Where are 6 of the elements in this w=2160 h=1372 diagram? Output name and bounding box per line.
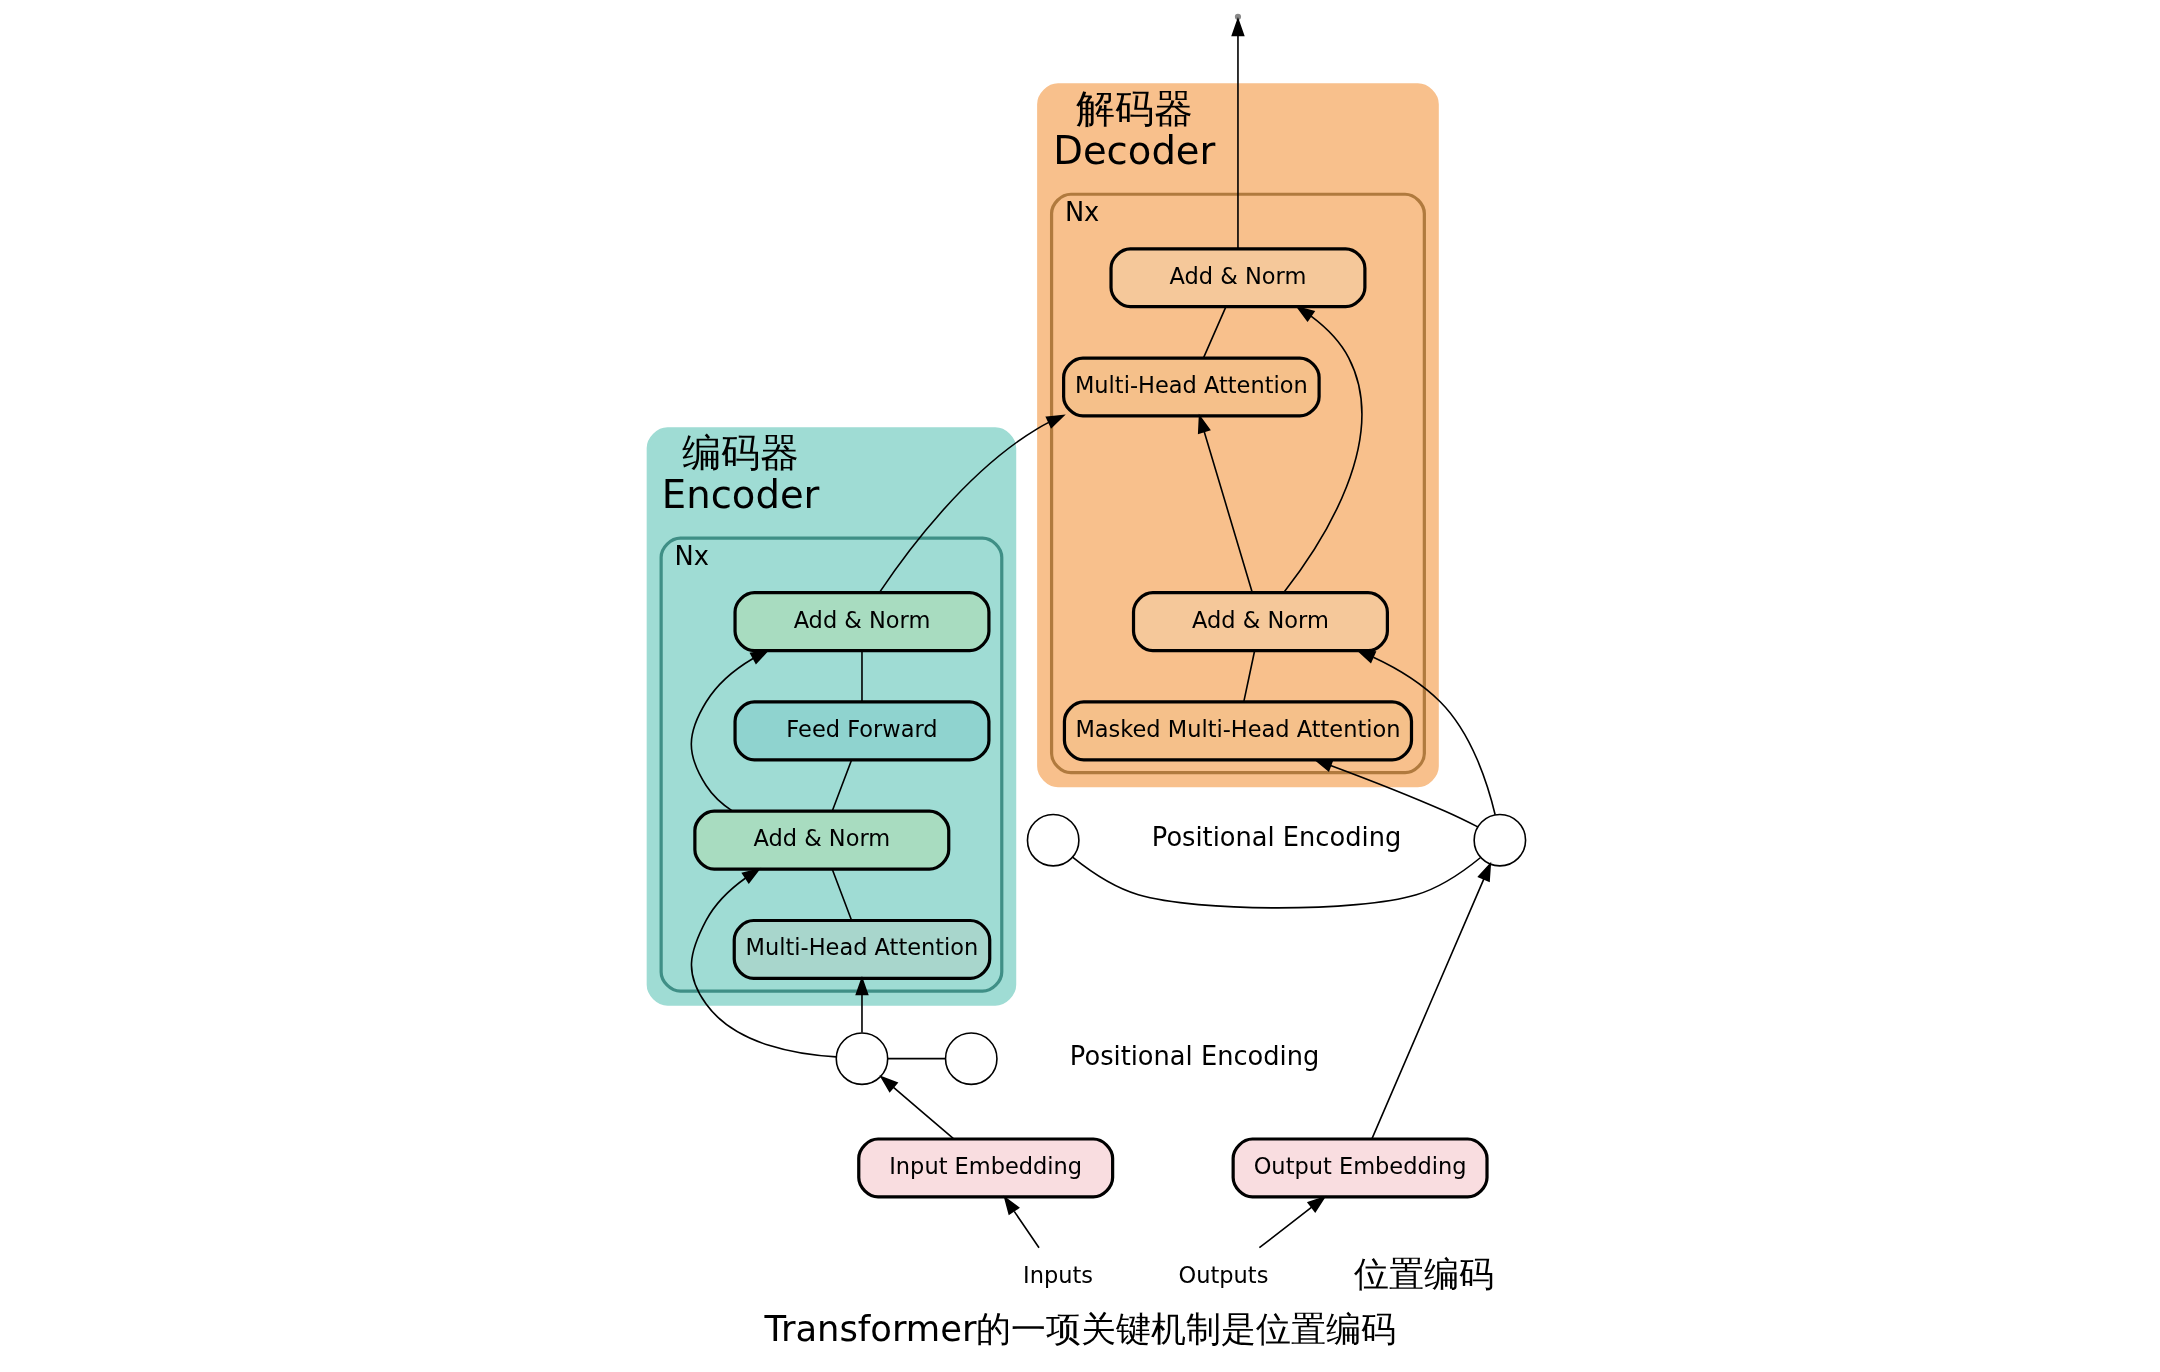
node-label: Positional Encoding — [1069, 1040, 1319, 1071]
caption: Transformer的一项关键机制是位置编码 — [764, 1307, 1396, 1349]
node-label: Positional Encoding — [1151, 822, 1401, 853]
node-text: Inputs — [1022, 1262, 1093, 1289]
label: 位置编码 — [1353, 1253, 1494, 1295]
node-text: Outputs — [1178, 1262, 1268, 1289]
